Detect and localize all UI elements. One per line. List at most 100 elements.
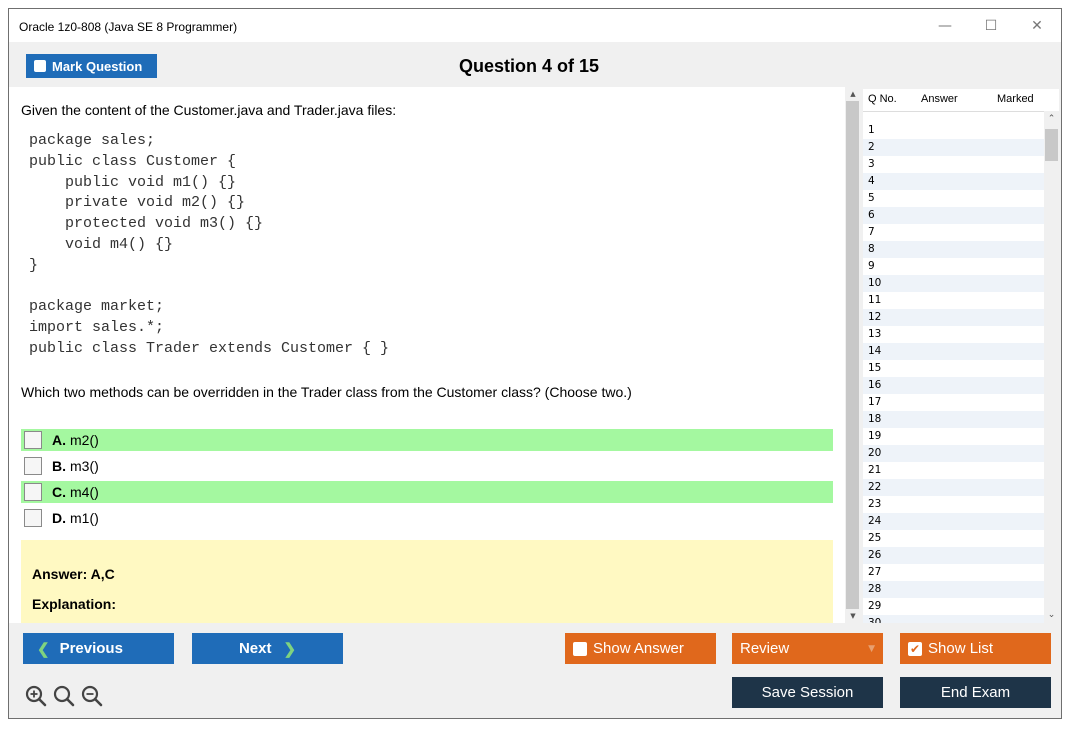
next-button[interactable]: Next ❯ bbox=[192, 633, 343, 664]
scroll-down-arrow-icon[interactable]: ▼ bbox=[850, 612, 856, 620]
mark-question-button[interactable]: Mark Question bbox=[26, 54, 157, 78]
chevron-left-icon: ❮ bbox=[37, 640, 50, 658]
list-scroll-thumb[interactable] bbox=[1045, 129, 1058, 161]
option-a-checkbox[interactable] bbox=[24, 431, 42, 449]
question-content: Given the content of the Customer.java a… bbox=[9, 87, 845, 623]
review-label: Review bbox=[740, 640, 790, 657]
question-list-row[interactable]: 1 bbox=[863, 122, 1044, 139]
option-b[interactable]: B. m3() bbox=[21, 455, 833, 477]
question-number: 17 bbox=[868, 396, 882, 408]
question-list-row[interactable]: 24 bbox=[863, 513, 1044, 530]
scroll-up-arrow-icon[interactable]: ▲ bbox=[850, 90, 856, 98]
review-dropdown[interactable]: Review ▼ bbox=[732, 633, 883, 664]
question-list-row[interactable]: 22 bbox=[863, 479, 1044, 496]
option-a-letter: A. bbox=[52, 432, 66, 448]
question-number: 16 bbox=[868, 379, 882, 391]
close-button[interactable]: ✕ bbox=[1031, 18, 1043, 34]
previous-button[interactable]: ❮ Previous bbox=[23, 633, 174, 664]
option-c[interactable]: C. m4() bbox=[21, 481, 833, 503]
mark-checkbox-icon bbox=[34, 60, 46, 72]
question-number: 14 bbox=[868, 345, 882, 357]
question-list-row[interactable]: 11 bbox=[863, 292, 1044, 309]
question-list-row[interactable]: 3 bbox=[863, 156, 1044, 173]
zoom-out-icon[interactable] bbox=[81, 685, 103, 707]
question-list-row[interactable]: 29 bbox=[863, 598, 1044, 615]
question-list-row[interactable]: 8 bbox=[863, 241, 1044, 258]
question-list-row[interactable]: 18 bbox=[863, 411, 1044, 428]
maximize-button[interactable]: ☐ bbox=[984, 18, 998, 34]
list-scroll-up-icon[interactable]: ⌃ bbox=[1047, 114, 1056, 124]
option-a[interactable]: A. m2() bbox=[21, 429, 833, 451]
question-list-row[interactable]: 23 bbox=[863, 496, 1044, 513]
question-list-row[interactable]: 21 bbox=[863, 462, 1044, 479]
save-session-button[interactable]: Save Session bbox=[732, 677, 883, 708]
question-list-row[interactable]: 15 bbox=[863, 360, 1044, 377]
code-block: package sales; public class Customer { p… bbox=[29, 132, 390, 357]
option-c-text: m4() bbox=[70, 484, 99, 500]
question-header: Mark Question Question 4 of 15 bbox=[9, 42, 1061, 87]
question-number: 25 bbox=[868, 532, 882, 544]
zoom-reset-icon[interactable] bbox=[53, 685, 75, 707]
caret-down-icon: ▼ bbox=[868, 643, 875, 654]
previous-label: Previous bbox=[59, 640, 123, 657]
question-list-row[interactable]: 10 bbox=[863, 275, 1044, 292]
show-list-button[interactable]: ✔ Show List bbox=[900, 633, 1051, 664]
answer-column-header[interactable]: Answer bbox=[921, 93, 958, 105]
question-list-row[interactable]: 27 bbox=[863, 564, 1044, 581]
question-list-row[interactable]: 25 bbox=[863, 530, 1044, 547]
content-scroll-thumb[interactable] bbox=[846, 101, 859, 609]
question-list-row[interactable]: 16 bbox=[863, 377, 1044, 394]
qno-column-header[interactable]: Q No. bbox=[868, 93, 897, 105]
question-list-row[interactable]: 14 bbox=[863, 343, 1044, 360]
app-window: Oracle 1z0-808 (Java SE 8 Programmer) — … bbox=[8, 8, 1062, 719]
question-list-row[interactable]: 2 bbox=[863, 139, 1044, 156]
question-number: 5 bbox=[868, 192, 875, 204]
question-list-row[interactable]: 20 bbox=[863, 445, 1044, 462]
option-d[interactable]: D. m1() bbox=[21, 507, 833, 529]
end-exam-button[interactable]: End Exam bbox=[900, 677, 1051, 708]
question-number: 7 bbox=[868, 226, 875, 238]
question-number: 12 bbox=[868, 311, 882, 323]
question-number: 15 bbox=[868, 362, 882, 374]
question-number: 24 bbox=[868, 515, 882, 527]
marked-column-header[interactable]: Marked bbox=[997, 93, 1034, 105]
option-c-checkbox[interactable] bbox=[24, 483, 42, 501]
question-list-row[interactable]: 13 bbox=[863, 326, 1044, 343]
chevron-right-icon: ❯ bbox=[283, 640, 297, 658]
question-list-row[interactable]: 9 bbox=[863, 258, 1044, 275]
show-answer-button[interactable]: Show Answer bbox=[565, 633, 716, 664]
save-session-label: Save Session bbox=[761, 684, 854, 701]
question-list-row[interactable]: 17 bbox=[863, 394, 1044, 411]
question-number: 1 bbox=[868, 124, 875, 136]
question-number: 19 bbox=[868, 430, 882, 442]
option-b-text: m3() bbox=[70, 458, 99, 474]
option-d-checkbox[interactable] bbox=[24, 509, 42, 527]
question-number: 10 bbox=[868, 277, 882, 289]
option-d-text: m1() bbox=[70, 510, 99, 526]
option-b-letter: B. bbox=[52, 458, 66, 474]
question-number: 11 bbox=[868, 294, 882, 306]
question-counter: Question 4 of 15 bbox=[459, 56, 600, 76]
question-number: 4 bbox=[868, 175, 875, 187]
content-scrollbar[interactable]: ▲ ▼ bbox=[845, 87, 861, 623]
question-list-row[interactable]: 4 bbox=[863, 173, 1044, 190]
question-number: 27 bbox=[868, 566, 882, 578]
question-list-row[interactable]: 12 bbox=[863, 309, 1044, 326]
question-list-row[interactable]: 5 bbox=[863, 190, 1044, 207]
show-answer-label: Show Answer bbox=[593, 640, 684, 657]
zoom-in-icon[interactable] bbox=[25, 685, 47, 707]
question-list-row[interactable]: 28 bbox=[863, 581, 1044, 598]
question-list-row[interactable]: 30 bbox=[863, 615, 1044, 623]
question-list-scrollbar[interactable]: ⌃ ⌄ bbox=[1044, 111, 1059, 623]
question-list-row[interactable]: 19 bbox=[863, 428, 1044, 445]
question-list-row[interactable]: 7 bbox=[863, 224, 1044, 241]
option-b-checkbox[interactable] bbox=[24, 457, 42, 475]
question-list-row[interactable]: 26 bbox=[863, 547, 1044, 564]
option-d-letter: D. bbox=[52, 510, 66, 526]
minimize-button[interactable]: — bbox=[938, 18, 952, 34]
list-scroll-down-icon[interactable]: ⌄ bbox=[1047, 610, 1056, 620]
question-number: 18 bbox=[868, 413, 882, 425]
question-list-row[interactable]: 6 bbox=[863, 207, 1044, 224]
question-number: 3 bbox=[868, 158, 875, 170]
